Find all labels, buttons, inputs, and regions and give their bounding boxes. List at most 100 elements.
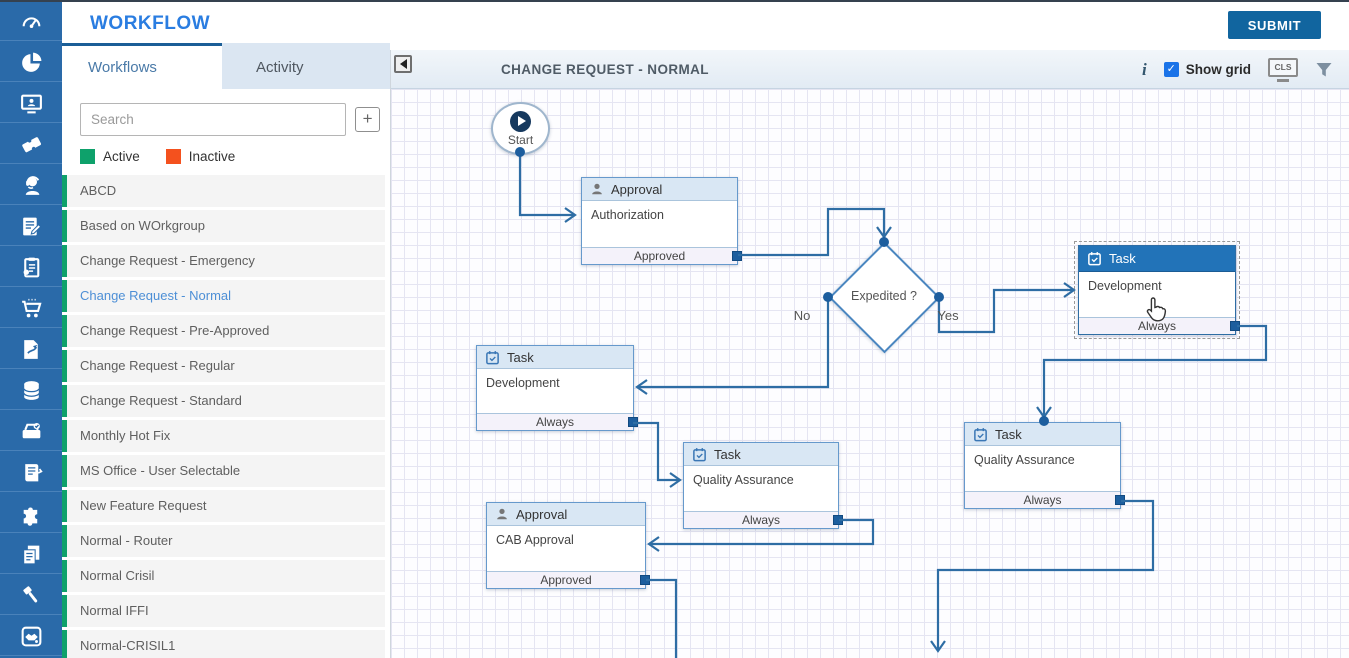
- node-title: Quality Assurance: [974, 453, 1075, 467]
- connector-port[interactable]: [732, 251, 742, 261]
- rail-item-vendor-handshake[interactable]: [0, 617, 62, 656]
- canvas-toolbar: i ✓ Show grid CLS: [1142, 50, 1333, 89]
- node-type-label: Approval: [611, 181, 663, 197]
- rail-item-integration-puzzle[interactable]: [0, 494, 62, 533]
- list-item[interactable]: MS Office - User Selectable: [62, 455, 385, 487]
- asset-inventory-icon: [22, 422, 40, 438]
- calendar-check-icon: [692, 447, 707, 462]
- panel-tabs: Workflows Activity: [62, 43, 390, 89]
- list-item[interactable]: Change Request - Emergency: [62, 245, 385, 277]
- tab-workflows[interactable]: Workflows: [62, 43, 222, 89]
- pie-chart-icon: [21, 52, 41, 72]
- rail-item-pie-chart[interactable]: [0, 43, 62, 82]
- user-icon: [590, 182, 604, 196]
- rail-item-release-document[interactable]: [0, 330, 62, 369]
- node-title: Authorization: [591, 208, 664, 222]
- rail-item-knowledge-base[interactable]: [0, 453, 62, 492]
- connector-port[interactable]: [628, 417, 638, 427]
- inactive-status-swatch: [165, 149, 181, 164]
- show-grid-checkbox[interactable]: ✓: [1163, 62, 1179, 77]
- decision-node-decision-expedited[interactable]: [828, 241, 940, 353]
- canvas-title: CHANGE REQUEST - NORMAL: [501, 62, 709, 77]
- list-item[interactable]: Monthly Hot Fix: [62, 420, 385, 452]
- auction-gavel-icon: [22, 585, 37, 602]
- rail-item-service-desk-agent[interactable]: [0, 166, 62, 205]
- rail-item-request-form[interactable]: [0, 207, 62, 246]
- request-form-icon: [22, 217, 41, 235]
- show-grid-toggle[interactable]: ✓ Show grid: [1163, 62, 1251, 77]
- calendar-check-icon: [485, 350, 500, 365]
- list-item[interactable]: Normal IFFI: [62, 595, 385, 627]
- play-icon: [510, 110, 531, 132]
- node-type-label: Task: [1109, 251, 1136, 266]
- tab-activity[interactable]: Activity: [222, 43, 390, 89]
- node-title: Quality Assurance: [693, 473, 794, 487]
- dashboard-gauge-icon: [22, 16, 40, 28]
- submit-button[interactable]: SUBMIT: [1228, 11, 1321, 39]
- node-exit-label: Approved: [487, 571, 650, 588]
- add-workflow-button[interactable]: +: [355, 107, 380, 132]
- rail-item-auction-gavel[interactable]: [0, 576, 62, 615]
- connector-port[interactable]: [833, 515, 843, 525]
- page-title: WORKFLOW: [90, 13, 211, 34]
- node-exit-label: Approved: [582, 247, 742, 264]
- cls-button[interactable]: CLS: [1268, 57, 1298, 82]
- workflow-canvas: CHANGE REQUEST - NORMAL i ✓ Show grid CL…: [390, 50, 1349, 658]
- node-exit-label: Always: [684, 511, 843, 528]
- ticket-icon: [21, 136, 41, 152]
- list-item[interactable]: Change Request - Normal: [62, 280, 385, 312]
- vendor-handshake-icon: [21, 626, 41, 646]
- rail-item-database-cmdb[interactable]: [0, 371, 62, 410]
- info-icon[interactable]: i: [1142, 59, 1147, 79]
- node-exit-label: Always: [965, 491, 1125, 508]
- active-status-label: Active: [103, 149, 140, 164]
- service-desk-agent-icon: [25, 175, 39, 195]
- integration-puzzle-icon: [23, 506, 37, 526]
- list-item[interactable]: Based on WOrkgroup: [62, 210, 385, 242]
- node-type-label: Task: [995, 426, 1022, 442]
- connector-port[interactable]: [1230, 321, 1240, 331]
- node-exit-label: Always: [477, 413, 638, 430]
- main-area: WORKFLOW SUBMIT Workflows Activity + Act…: [62, 2, 1349, 658]
- knowledge-base-icon: [24, 463, 43, 481]
- list-item[interactable]: Normal-CRISIL1: [62, 630, 385, 658]
- rail-item-task-clipboard[interactable]: [0, 248, 62, 287]
- collapse-panel-button[interactable]: [394, 55, 412, 73]
- node-header: Approval: [582, 178, 737, 201]
- status-legend: Active Inactive: [80, 149, 390, 164]
- rail-item-remote-desktop[interactable]: [0, 84, 62, 123]
- list-item[interactable]: New Feature Request: [62, 490, 385, 522]
- list-item[interactable]: Change Request - Pre-Approved: [62, 315, 385, 347]
- connector-port[interactable]: [1115, 495, 1125, 505]
- start-node[interactable]: Start: [491, 102, 550, 155]
- rail-item-reports-copy[interactable]: [0, 535, 62, 574]
- node-exit-label: Always: [1079, 317, 1240, 334]
- node-header: Task: [965, 423, 1120, 446]
- user-icon: [495, 507, 509, 521]
- list-item[interactable]: Normal - Router: [62, 525, 385, 557]
- rail-item-ticket[interactable]: [0, 125, 62, 164]
- connector-port[interactable]: [640, 575, 650, 585]
- search-input[interactable]: [80, 103, 347, 136]
- node-type-label: Approval: [516, 506, 568, 522]
- remote-desktop-icon: [20, 94, 42, 113]
- rail-item-procurement-cart[interactable]: [0, 289, 62, 328]
- list-item[interactable]: Normal Crisil: [62, 560, 385, 592]
- start-node-label: Start: [507, 132, 534, 147]
- reports-copy-icon: [22, 545, 39, 564]
- rail-item-dashboard-gauge[interactable]: [0, 2, 62, 41]
- filter-icon[interactable]: [1315, 61, 1333, 79]
- list-item[interactable]: Change Request - Regular: [62, 350, 385, 382]
- rail-item-asset-inventory[interactable]: [0, 412, 62, 451]
- node-header: Task: [477, 346, 633, 369]
- list-item[interactable]: ABCD: [62, 175, 385, 207]
- list-item[interactable]: Change Request - Standard: [62, 385, 385, 417]
